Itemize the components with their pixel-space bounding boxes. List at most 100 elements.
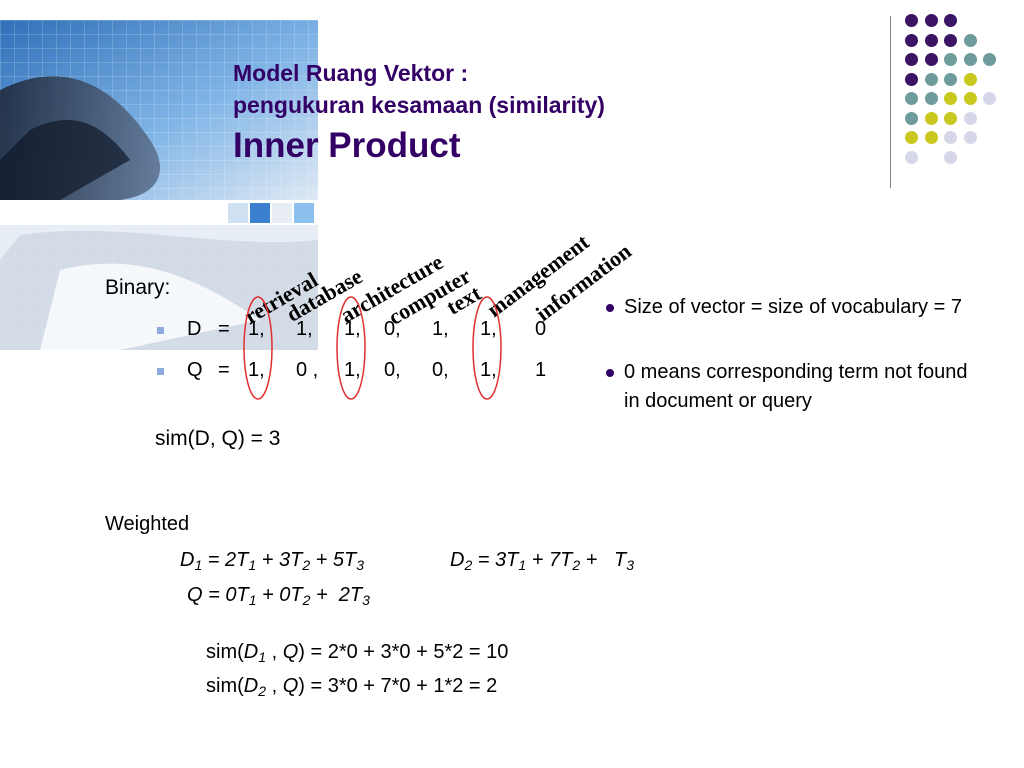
decor-dot: [924, 111, 938, 125]
vector-value: 0,: [432, 359, 449, 381]
decor-dot: [924, 92, 938, 105]
decor-dot: [944, 72, 957, 86]
decor-dot: [924, 14, 938, 27]
sim2-mid: ,: [266, 675, 283, 697]
sim1-mid: ,: [266, 641, 283, 663]
title-line-1: Model Ruang Vektor :: [233, 60, 469, 86]
eq-term: = 3T: [472, 549, 519, 571]
photo-square-1: [228, 203, 248, 223]
vector-value: 0 ,: [296, 359, 319, 381]
photo-graphic: [0, 20, 318, 350]
decor-dot: [983, 92, 996, 105]
vector-value: 1: [535, 359, 547, 381]
decor-dot: [905, 131, 918, 144]
sim1-d: D: [243, 641, 259, 663]
eq-subscript: 3: [626, 557, 635, 573]
decor-dot: [944, 53, 957, 66]
decor-dot: [963, 131, 977, 144]
d1-rhs: = 2T1 + 3T2 + 5T3: [202, 549, 365, 573]
decor-dot: [905, 72, 918, 86]
d2-sub: 2: [464, 557, 473, 573]
vector-value: 1,: [344, 359, 361, 381]
note-zero-meaning: 0 means corresponding term not found in …: [624, 361, 968, 412]
row-equals: =: [218, 318, 230, 340]
decorative-dot-grid: [905, 14, 1015, 164]
note-vector-size: Size of vector = size of vocabulary = 7: [624, 296, 962, 318]
decor-dot: [905, 111, 918, 125]
decor-dot: [944, 131, 957, 144]
photo-square-3: [272, 203, 292, 223]
sim-d2-q: sim(D2 , Q) = 3*0 + 7*0 + 1*2 = 2: [206, 675, 497, 698]
decor-dot: [905, 14, 918, 27]
row-label-q: Q: [187, 359, 203, 381]
d2-lhs: D: [450, 549, 465, 571]
bullet-square-d: [157, 327, 164, 334]
sim2-dsub: 2: [258, 683, 267, 699]
decor-dot: [905, 150, 918, 164]
sim-d1-q: sim(D1 , Q) = 2*0 + 3*0 + 5*2 = 10: [206, 641, 508, 664]
eq-term: = 0T: [202, 584, 249, 606]
d1-lhs: D: [180, 549, 195, 571]
d1-sub: 1: [194, 557, 203, 573]
vector-value: 1,: [432, 318, 449, 340]
eq-term: + 3T: [256, 549, 303, 571]
vector-value: 0: [535, 318, 547, 340]
eq-term: + 0T: [256, 584, 303, 606]
sim1-pre: sim(: [206, 641, 244, 663]
equation-d1: D1 = 2T1 + 3T2 + 5T3: [180, 549, 364, 572]
equation-d2: D2 = 3T1 + 7T2 + T3: [450, 549, 634, 572]
decor-dot: [905, 53, 918, 66]
row-equals: =: [218, 359, 230, 381]
q-rhs: = 0T1 + 0T2 + 2T3: [202, 584, 370, 608]
sim2-post: ) = 3*0 + 7*0 + 1*2 = 2: [298, 675, 498, 697]
decor-dot: [944, 33, 957, 47]
eq-subscript: 1: [248, 557, 257, 573]
eq-subscript: 2: [572, 557, 581, 573]
decor-dot: [924, 72, 938, 86]
bullet-square-q: [157, 368, 164, 375]
decor-dot: [963, 53, 977, 66]
decor-dot: [924, 131, 938, 144]
photo-square-2: [250, 203, 270, 223]
decor-dot: [924, 53, 938, 66]
weighted-label: Weighted: [105, 513, 190, 535]
eq-subscript: 3: [356, 557, 365, 573]
d2-rhs: = 3T1 + 7T2 + T3: [472, 549, 635, 573]
photo-square-4: [294, 203, 314, 223]
binary-label: Binary:: [105, 276, 171, 299]
decor-dot: [944, 92, 957, 105]
vector-value: 1,: [296, 318, 313, 340]
header-photo: [0, 20, 318, 350]
eq-subscript: 1: [248, 592, 257, 608]
eq-subscript: 1: [518, 557, 527, 573]
q-lhs: Q: [187, 584, 203, 606]
sim1-dsub: 1: [258, 649, 267, 665]
decor-dot: [963, 72, 977, 86]
sim2-q: Q: [282, 675, 299, 697]
eq-term: + 5T: [310, 549, 357, 571]
sim2-pre: sim(: [206, 675, 244, 697]
eq-term: + 2T: [310, 584, 363, 606]
bullet-dot-2: [606, 369, 614, 377]
decor-dot: [905, 92, 918, 105]
vector-value: 1,: [248, 359, 265, 381]
decor-dot: [963, 92, 977, 105]
vertical-divider: [890, 16, 891, 188]
decor-dot: [944, 14, 957, 27]
decor-dot: [944, 111, 957, 125]
vector-value: 1,: [480, 359, 497, 381]
bullet-dot-1: [606, 304, 614, 312]
eq-subscript: 2: [302, 592, 311, 608]
eq-subscript: 3: [362, 592, 370, 608]
eq-term: = 2T: [202, 549, 249, 571]
equation-q: Q = 0T1 + 0T2 + 2T3: [187, 584, 370, 607]
decor-dot: [983, 53, 996, 66]
eq-term: + 7T: [526, 549, 573, 571]
vector-value: 1,: [248, 318, 265, 340]
decor-dot: [905, 33, 918, 47]
vector-value: 1,: [480, 318, 497, 340]
decor-dot: [963, 33, 977, 47]
decor-dot: [944, 150, 957, 164]
sim1-q: Q: [282, 641, 299, 663]
vector-value: 0,: [384, 318, 401, 340]
